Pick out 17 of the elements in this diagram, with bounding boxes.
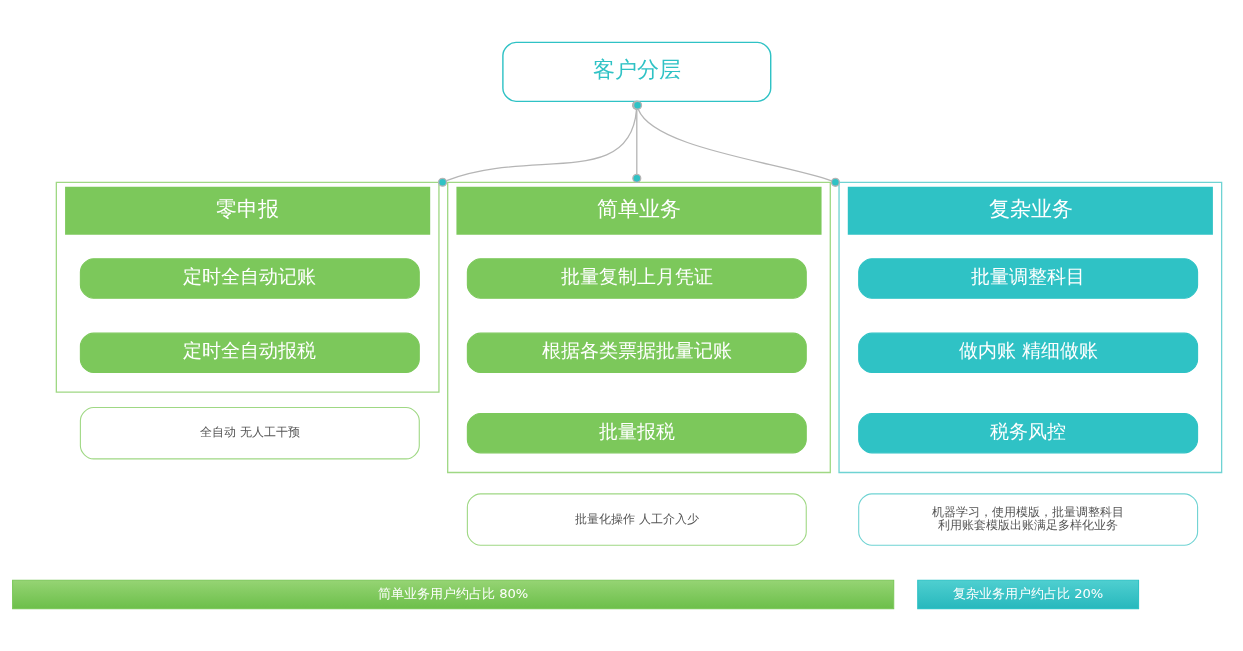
node-box: 复杂业务用户约占比 20% — [917, 579, 1140, 610]
node-box: 做内账 精细做账 — [858, 332, 1199, 374]
node-box: 客户分层 — [502, 41, 772, 103]
node-box: 税务风控 — [858, 412, 1199, 454]
node-box: 批量报税 — [466, 412, 807, 454]
node-box: 批量调整科目 — [858, 258, 1199, 299]
node-box: 根据各类票据批量记账 — [466, 332, 807, 374]
node-box: 批量化操作 人工介入少 — [466, 493, 807, 546]
node-box: 定时全自动报税 — [79, 332, 420, 374]
node-box: 机器学习，使用模版，批量调整科目 利用账套模版出账满足多样化业务 — [858, 493, 1199, 546]
node-box: 全自动 无人工干预 — [79, 406, 420, 460]
connector — [437, 100, 642, 187]
node-box: 简单业务用户约占比 80% — [12, 579, 895, 610]
connector — [632, 100, 642, 183]
node-box: 批量复制上月凭证 — [466, 258, 807, 299]
node-box: 定时全自动记账 — [79, 258, 420, 299]
connector — [632, 100, 840, 187]
